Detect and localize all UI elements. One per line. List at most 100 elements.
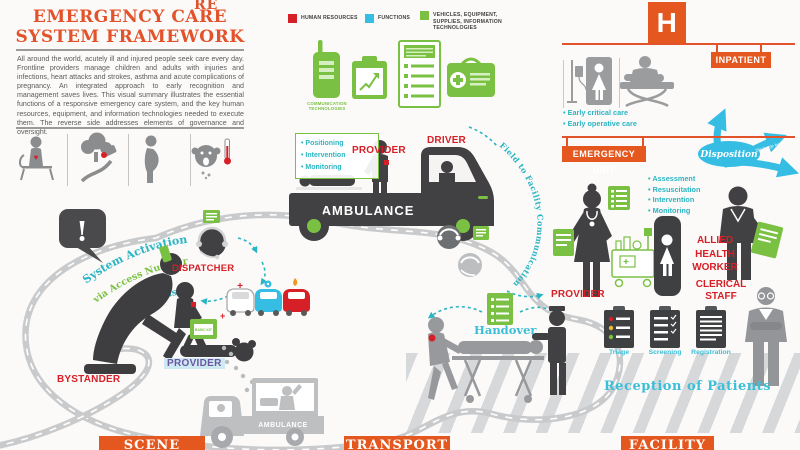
emergency-unit-tag: EMERGENCY UNIT — [562, 146, 646, 175]
ambulance-car-icon — [226, 288, 255, 316]
screening-label: Screening — [648, 349, 682, 356]
function-item: Intervention — [648, 195, 700, 206]
inpatient-functions: Early critical care Early operative care — [563, 108, 637, 129]
registration-clipboard-icon — [696, 306, 726, 348]
road-crash-icon — [80, 132, 117, 183]
inpatient-tag: INPATIENT — [711, 52, 771, 68]
hospital-h-logo: H — [648, 2, 686, 43]
emergency-unit-figures — [553, 183, 787, 386]
protocol-checklist-icon — [398, 40, 441, 108]
handover-label: Handover — [474, 323, 537, 337]
pregnancy-icon — [144, 135, 159, 183]
stretcher-pusher-figure — [428, 317, 462, 400]
facility-provider-figure — [532, 306, 566, 395]
disposition-label: Disposition — [699, 150, 757, 160]
basic-kit-label: BASIC KIT — [195, 328, 213, 332]
svg-text:+: + — [237, 281, 243, 292]
comm-hub-icons — [437, 225, 489, 277]
phone-icon — [159, 245, 172, 263]
function-item: Positioning — [301, 138, 373, 150]
condition-icons: ♥ — [18, 132, 231, 186]
transport-provider-label: PROVIDER — [352, 145, 406, 156]
driver-label: DRIVER — [427, 135, 466, 146]
svg-text:♥: ♥ — [34, 153, 39, 162]
disposition-group: Disposition Discharge home — [698, 108, 800, 178]
alert-symbol: ! — [76, 217, 88, 248]
unit-functions: Assessment Resuscitation Intervention Mo… — [648, 174, 700, 216]
function-item: Monitoring — [301, 162, 373, 174]
inpatient-icons — [563, 56, 674, 108]
scene-provider-label: PROVIDER — [164, 358, 225, 369]
phase-scene: SCENE — [99, 436, 205, 450]
dispatcher-label: DISPATCHER — [172, 263, 235, 274]
nurse-provider-figure — [553, 183, 612, 297]
inpatient-tick-left — [716, 44, 718, 53]
fire-truck-icon — [283, 278, 310, 316]
function-item: Assessment — [648, 174, 700, 185]
triage-label: Triage — [608, 349, 630, 356]
title-line-1: EMERGENCY CARE — [32, 7, 228, 27]
legend-label: FUNCTIONS — [378, 15, 411, 21]
dispatcher-icon — [196, 210, 228, 260]
allied-health-worker-figure — [719, 186, 784, 280]
bystander-label: BYSTANDER — [57, 374, 121, 385]
scene-road — [0, 211, 624, 450]
scene-provider-figure: BASIC KIT + — [163, 282, 225, 361]
legend-red-swatch — [288, 14, 297, 23]
clerical-staff-figure — [745, 287, 787, 386]
transport-functions-box: Positioning Intervention Monitoring — [295, 133, 379, 179]
transport-ambulance-label: AMBULANCE — [322, 203, 415, 218]
operating-table-icon — [620, 56, 674, 108]
reception-clipboards — [604, 306, 726, 348]
equipment-icons — [313, 40, 495, 108]
registration-label: Registration — [691, 349, 731, 356]
inpatient-tick-right — [760, 44, 762, 53]
facility-provider-label: PROVIDER — [551, 289, 605, 300]
title-line-2: SYSTEM FRAMEWORK — [15, 27, 245, 47]
svg-text:+: + — [220, 311, 225, 321]
legend-green-swatch — [420, 11, 429, 20]
legend-human-resources: HUMAN RESOURCES — [288, 14, 358, 23]
cropped-text-fragment: RE — [194, 0, 219, 13]
stretcher-patient — [452, 340, 544, 403]
heart-attack-icon: ♥ — [18, 136, 54, 181]
field-to-facility-curved-text: Field to Facility Communication — [498, 140, 546, 290]
first-aid-kit-icon — [447, 57, 495, 97]
screening-clipboard-icon — [650, 306, 680, 348]
reception-crosswalk — [406, 353, 800, 433]
phase-transport: TRANSPORT — [344, 436, 450, 450]
chart-clipboard-icon — [352, 56, 387, 99]
child-fever-icon — [191, 138, 231, 180]
function-item: Early operative care — [563, 119, 637, 130]
hospital-line-top — [562, 43, 795, 45]
legend-label: HUMAN RESOURCES — [301, 15, 358, 21]
function-item: Resuscitation — [648, 185, 701, 196]
unit-tick-right — [642, 138, 644, 147]
radio-handset-icon — [313, 40, 340, 98]
scene-ambulance-label: AMBULANCE — [258, 422, 308, 429]
function-item: Intervention — [301, 150, 373, 162]
divider-top — [16, 49, 244, 51]
hospital-line-mid — [562, 136, 795, 138]
police-car-icon — [255, 280, 282, 316]
unit-tick-left — [566, 138, 568, 147]
patient-bed-icon — [654, 216, 681, 296]
divider-bottom — [16, 127, 244, 129]
reception-title: Reception of Patients — [604, 379, 772, 394]
legend-functions: FUNCTIONS — [365, 14, 410, 23]
emergency-vehicles: + — [226, 278, 310, 316]
bystander-group: ! — [59, 209, 256, 374]
iv-patient-icon — [567, 57, 612, 105]
function-item: Early critical care — [563, 108, 637, 119]
medical-cart-icon — [611, 228, 655, 288]
legend-vehicles: VEHICLES, EQUIPMENT, SUPPLIES, INFORMATI… — [420, 11, 515, 32]
handover-group — [428, 293, 566, 403]
function-item: Monitoring — [648, 206, 700, 217]
allied-health-worker-label: ALLIED HEALTH WORKER — [692, 235, 738, 273]
scene-ambulance-truck: AMBULANCE — [200, 378, 324, 448]
legend-cyan-swatch — [365, 14, 374, 23]
intro-paragraph: All around the world, acutely ill and in… — [17, 55, 244, 136]
clerical-staff-label: CLERICAL STAFF — [695, 279, 747, 302]
